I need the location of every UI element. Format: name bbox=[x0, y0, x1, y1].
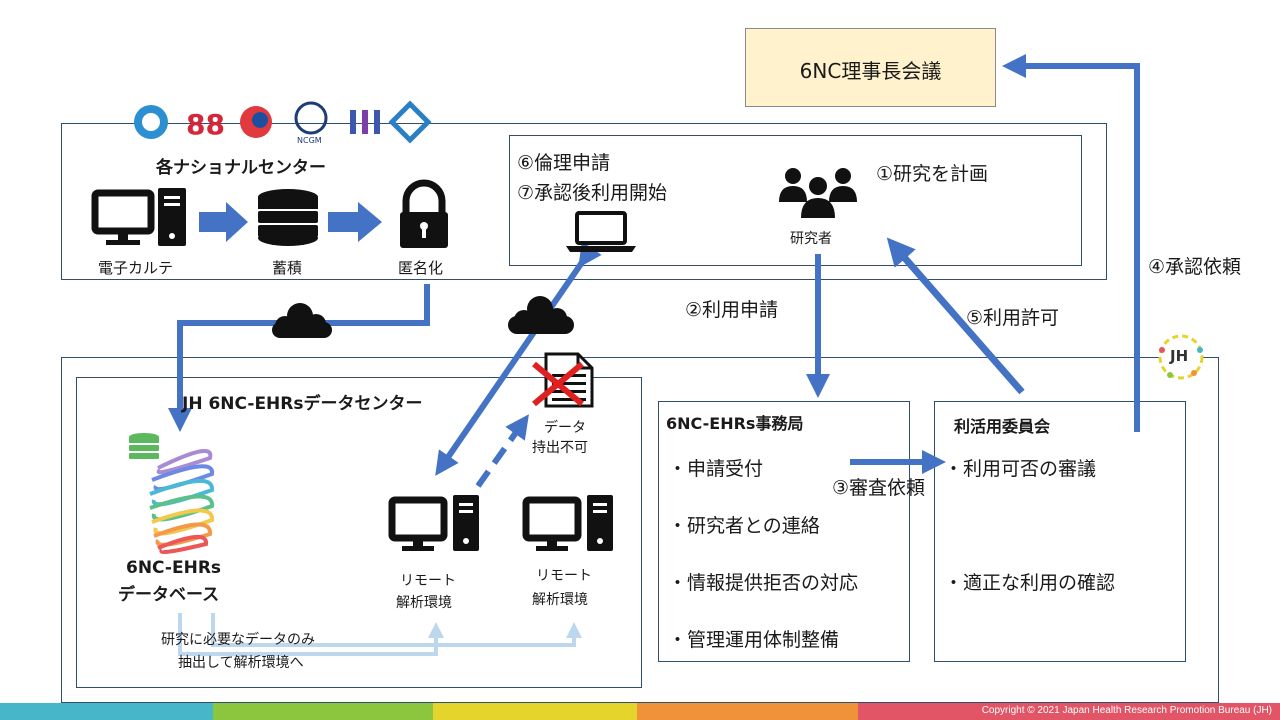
committee-item: ・利用可否の審議 bbox=[944, 458, 1097, 480]
use-permission-label: ⑤利用許可 bbox=[966, 307, 1060, 329]
footer-color-bar bbox=[0, 703, 1280, 720]
database-label-line1: 6NC-EHRs bbox=[126, 558, 222, 578]
researcher-label: 研究者 bbox=[790, 231, 832, 247]
step-emr-label: 電子カルテ bbox=[98, 259, 174, 277]
committee-box bbox=[934, 401, 1186, 662]
pipeline-arrow-2 bbox=[328, 202, 382, 242]
plan-research-label: ①研究を計画 bbox=[876, 163, 989, 185]
committee-title: 利活用委員会 bbox=[954, 417, 1051, 436]
computer-icon bbox=[388, 495, 479, 551]
nc-logo-icon: 88 bbox=[186, 108, 225, 141]
office-box bbox=[658, 401, 910, 662]
approval-request-label: ④承認依頼 bbox=[1148, 256, 1242, 278]
lock-icon bbox=[400, 179, 448, 248]
extract-note-line1: 研究に必要なデータのみ bbox=[161, 632, 315, 648]
use-permission-arrow bbox=[886, 237, 1025, 395]
start-use-label: ⑦承認後利用開始 bbox=[517, 182, 668, 204]
office-item: ・申請受付 bbox=[668, 458, 764, 480]
nc-logo-icon bbox=[350, 110, 380, 134]
remote-env-2-line1: リモート bbox=[536, 568, 592, 584]
laptop-remote-arrow bbox=[435, 241, 602, 476]
footer-segment bbox=[213, 703, 433, 720]
remote-env-2-line2: 解析環境 bbox=[532, 592, 588, 608]
database-icon bbox=[258, 189, 318, 246]
board-meeting-title: 6NC理事長会議 bbox=[799, 59, 942, 83]
database-icon bbox=[129, 433, 159, 459]
db-to-remote2-arrow bbox=[211, 613, 582, 647]
footer-segment bbox=[0, 703, 213, 720]
remote-env-1-line1: リモート bbox=[400, 573, 456, 589]
review-request-label: ③審査依頼 bbox=[832, 477, 926, 499]
database-label-line2: データベース bbox=[118, 585, 220, 605]
data-center-title: JH 6NC-EHRsデータセンター bbox=[182, 394, 423, 414]
researchers-icon bbox=[779, 168, 857, 218]
ethics-apply-label: ⑥倫理申請 bbox=[517, 152, 611, 174]
committee-item: ・適正な利用の確認 bbox=[944, 572, 1116, 594]
svg-text:88: 88 bbox=[186, 108, 225, 141]
use-application-label: ②利用申請 bbox=[685, 299, 779, 321]
computer-icon bbox=[522, 495, 613, 551]
nc-logo-icon bbox=[240, 106, 272, 138]
no-export-label-line1: データ bbox=[544, 420, 586, 436]
document-blocked-icon bbox=[532, 352, 594, 408]
jh-logo-icon bbox=[1158, 334, 1204, 380]
jh-logo-text: JH bbox=[1170, 347, 1189, 365]
office-item: ・研究者との連絡 bbox=[668, 515, 820, 537]
footer-segment bbox=[433, 703, 637, 720]
cloud-icon bbox=[508, 296, 574, 334]
board-meeting-box: 6NC理事長会議 bbox=[745, 28, 996, 107]
nc-logo-icon bbox=[134, 105, 168, 139]
approval-request-arrow bbox=[1002, 54, 1140, 432]
pipeline-arrow-1 bbox=[199, 202, 248, 242]
laptop-icon bbox=[566, 211, 636, 252]
cloud-icon bbox=[272, 303, 332, 338]
footer-segment bbox=[637, 703, 858, 720]
office-title: 6NC-EHRs事務局 bbox=[666, 414, 804, 433]
no-export-label-line2: 持出不可 bbox=[532, 440, 588, 456]
svg-text:NCGM: NCGM bbox=[297, 136, 322, 145]
rainbow-database-icon bbox=[149, 449, 215, 554]
step-storage-label: 蓄積 bbox=[272, 259, 303, 277]
remote-env-1-line2: 解析環境 bbox=[396, 595, 452, 611]
national-centers-title: 各ナショナルセンター bbox=[156, 158, 326, 178]
nc-logo-icon: NCGM bbox=[294, 101, 328, 145]
nc-logo-icon bbox=[388, 100, 432, 144]
office-item: ・情報提供拒否の対応 bbox=[668, 572, 859, 594]
step-anonymize-label: 匿名化 bbox=[398, 259, 444, 277]
footer-segment bbox=[858, 703, 1280, 720]
computer-icon bbox=[91, 188, 186, 246]
db-to-remote1-arrow bbox=[178, 613, 444, 656]
extract-note-line2: 抽出して解析環境へ bbox=[178, 655, 304, 671]
office-item: ・管理運用体制整備 bbox=[668, 629, 840, 651]
no-export-dashed-arrow bbox=[475, 414, 529, 488]
copyright-text: Copyright © 2021 Japan Health Research P… bbox=[981, 705, 1272, 716]
